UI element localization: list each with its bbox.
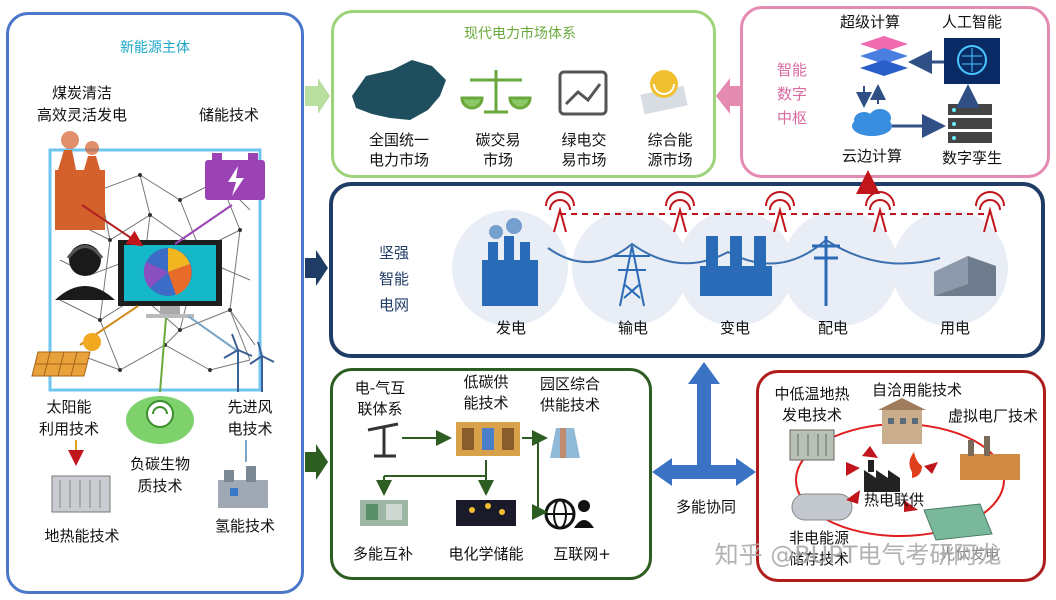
server-rack-icon	[948, 104, 992, 143]
self-use-label: 自洽用能技术	[871, 381, 962, 399]
monitor-pie-icon	[118, 240, 222, 318]
power-plant-icon	[482, 218, 538, 306]
arrow-hub-to-market	[716, 78, 740, 114]
distribution-pole-icon	[812, 236, 840, 306]
low-carbon-label: 低碳供 能技术	[463, 373, 509, 412]
gas-pump-jack-icon	[367, 422, 399, 458]
signal-towers	[545, 191, 1005, 233]
virtual-plant-icon	[960, 436, 1020, 480]
trend-chart-icon	[558, 70, 608, 116]
arrow-to-grid	[305, 250, 328, 286]
building-icon	[878, 398, 926, 444]
grid-stage-dist: 配电	[817, 319, 848, 337]
park-supply-label: 园区综合 供能技术	[539, 375, 600, 414]
market-item-integrated: 综合能 源市场	[647, 131, 693, 169]
wind-turbine-icon	[223, 333, 275, 392]
energy-supply-panel	[330, 368, 652, 580]
storage-label: 储能技术	[198, 106, 259, 124]
hydrogen-label: 氢能技术	[214, 517, 275, 535]
watermark: 知乎 @BUPT电气考研阿龙	[714, 541, 1002, 569]
biomass-leaf-icon	[126, 396, 194, 444]
geothermal-unit-icon	[51, 475, 111, 513]
solar-panel-icon	[31, 333, 101, 377]
super-computer-icon	[860, 36, 908, 76]
market-item-carbon: 碳交易 市场	[475, 131, 521, 169]
synergy-arrow	[652, 362, 756, 486]
digital-hub-panel	[740, 6, 1050, 178]
battery-icon	[205, 153, 265, 200]
market-item-unified: 全国统一 电力市场	[368, 131, 429, 169]
grid-stage-use: 用电	[939, 319, 970, 337]
vpp-label: 虚拟电厂技术	[947, 407, 1038, 425]
chp-label: 热电联供	[863, 491, 924, 509]
grid-title: 坚强 智能 电网	[378, 244, 409, 314]
geo-power-label: 中低温地热 发电技术	[774, 385, 850, 424]
hydrogen-plant-icon	[218, 466, 268, 508]
internet-user-icon	[544, 498, 594, 530]
storage-tank-icon	[791, 493, 853, 521]
geothermal-label: 地热能技术	[44, 527, 120, 545]
grid-stage-gen: 发电	[495, 319, 526, 337]
hub-super-label: 超级计算	[839, 13, 900, 31]
cloud-edge-icon	[852, 109, 892, 136]
bio-label: 负碳生物 质技术	[129, 455, 190, 495]
renewable-title: 新能源主体	[120, 40, 190, 56]
internet-label: 互联网+	[553, 545, 611, 563]
synergy-label: 多能协同	[675, 498, 736, 516]
wind-label: 先进风 电技术	[227, 398, 273, 438]
transmission-tower-icon	[614, 245, 650, 307]
coal-label: 煤炭清洁 高效灵活发电	[36, 84, 127, 124]
hub-twin-label: 数字孪生	[941, 149, 1002, 167]
hub-title: 智能 数字 中枢	[776, 61, 807, 127]
arrow-to-market	[305, 78, 330, 114]
market-panel	[331, 10, 716, 178]
chp-factory-icon	[864, 452, 922, 492]
e-gas-label: 电-气互 联体系	[354, 379, 406, 418]
hub-cloud-label: 云边计算	[841, 147, 902, 165]
solar-label: 太阳能 利用技术	[38, 398, 99, 438]
solar-array-icon	[923, 503, 993, 541]
arrow-to-energy	[305, 444, 328, 480]
money-globe-icon	[640, 70, 688, 115]
grid-stage-sub: 变电	[719, 319, 750, 337]
ai-brain-icon	[944, 38, 1000, 84]
low-carbon-plant-icon	[456, 422, 520, 456]
pv-label: 光伏发电	[939, 545, 1000, 563]
multi-energy-panel	[756, 370, 1046, 582]
smart-grid-panel	[329, 182, 1045, 358]
china-map-icon	[352, 60, 446, 120]
hub-ai-label: 人工智能	[941, 13, 1002, 31]
cooling-tower-icon	[550, 428, 580, 458]
user-building-icon	[934, 256, 996, 296]
balance-scale-icon	[460, 70, 532, 114]
geothermal-cabinet-icon	[789, 429, 835, 461]
market-item-green: 绿电交 易市场	[561, 131, 607, 169]
hybrid-plant-icon	[360, 500, 408, 526]
multi-comp-label: 多能互补	[352, 545, 413, 563]
renewable-panel	[6, 12, 304, 594]
coal-plant-icon	[55, 131, 105, 230]
substation-icon	[700, 236, 772, 296]
non-elec-storage-label: 非电能源 储存技术	[788, 529, 849, 568]
echem-label: 电化学储能	[448, 545, 524, 563]
grid-stage-trans: 输电	[617, 319, 648, 337]
operator-icon	[55, 244, 115, 300]
electrochem-plant-icon	[456, 500, 516, 526]
market-title: 现代电力市场体系	[464, 26, 576, 42]
